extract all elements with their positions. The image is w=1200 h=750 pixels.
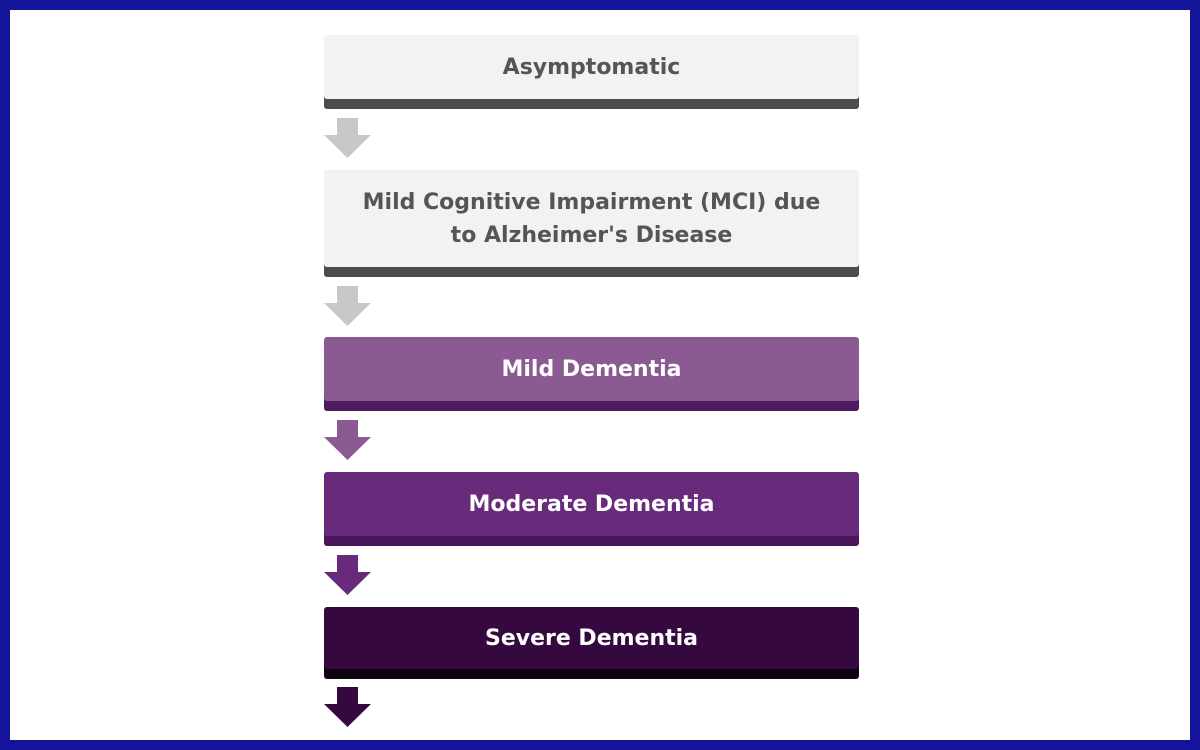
stage-label: Mild Dementia — [501, 356, 682, 382]
stage-mci: Mild Cognitive Impairment (MCI) due to A… — [324, 170, 859, 267]
down-arrow-icon — [324, 687, 371, 727]
stage-label-line-2: to Alzheimer's Disease — [450, 222, 733, 248]
stage-label: Severe Dementia — [484, 625, 699, 651]
stage-moderate-dementia: Moderate Dementia — [324, 472, 859, 536]
down-arrow-icon — [324, 555, 371, 595]
down-arrow-icon — [324, 420, 371, 460]
stage-label: Moderate Dementia — [468, 491, 715, 517]
stage-mild-dementia: Mild Dementia — [324, 337, 859, 401]
down-arrow-icon — [324, 286, 371, 326]
stage-label: Asymptomatic — [502, 54, 681, 80]
stage-asymptomatic: Asymptomatic — [324, 35, 859, 99]
stage-label-line-1: Mild Cognitive Impairment (MCI) due — [362, 189, 821, 215]
stage-severe-dementia: Severe Dementia — [324, 607, 859, 669]
down-arrow-icon — [324, 118, 371, 158]
